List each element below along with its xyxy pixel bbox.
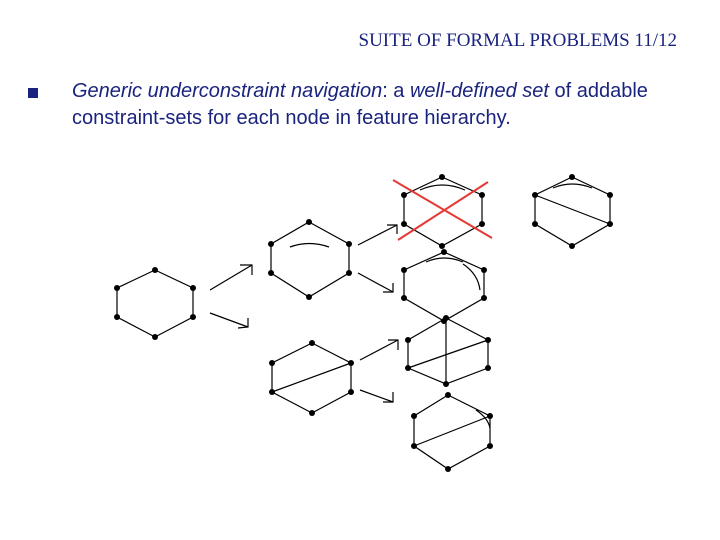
nodes-level2-a bbox=[401, 249, 487, 324]
nodes-level2-rejected bbox=[401, 174, 485, 249]
arrow-top-to-rejected bbox=[357, 224, 398, 246]
hexagon-level1-top bbox=[270, 221, 350, 298]
hexagon-level2-right bbox=[534, 176, 611, 247]
bullet-phrase: well-defined set bbox=[409, 80, 549, 102]
bullet-separator: : a bbox=[382, 80, 410, 102]
bullet-term: Generic underconstraint navigation bbox=[72, 80, 383, 102]
arrow-bottom-to-b bbox=[359, 339, 399, 361]
hexagon-level2-b bbox=[407, 317, 489, 385]
hexagon-level2-a bbox=[403, 251, 485, 322]
nodes-level2-c bbox=[411, 392, 493, 472]
arrow-bottom-to-c bbox=[359, 389, 394, 403]
nodes-level2-right bbox=[532, 174, 613, 249]
bullet-rest: of addable constraint-sets for each node… bbox=[72, 80, 648, 129]
arrow-root-to-top bbox=[209, 264, 253, 291]
rejected-cross-mark bbox=[392, 179, 493, 241]
nodes-root bbox=[114, 267, 196, 340]
hexagon-root bbox=[116, 269, 194, 338]
hexagon-level1-bottom bbox=[271, 342, 352, 414]
bullet-square bbox=[28, 88, 38, 98]
bullet-text: Generic underconstraint navigation: a we… bbox=[72, 78, 702, 132]
nodes-level1-bottom bbox=[269, 340, 354, 416]
hexagon-level2-c bbox=[413, 394, 491, 470]
slide-title: SUITE OF FORMAL PROBLEMS 11/12 bbox=[358, 30, 677, 51]
nodes-level1-top bbox=[268, 219, 352, 300]
arrow-top-to-a bbox=[357, 272, 394, 293]
arrow-root-to-bottom bbox=[209, 312, 249, 329]
nodes-level2-b bbox=[405, 315, 491, 387]
